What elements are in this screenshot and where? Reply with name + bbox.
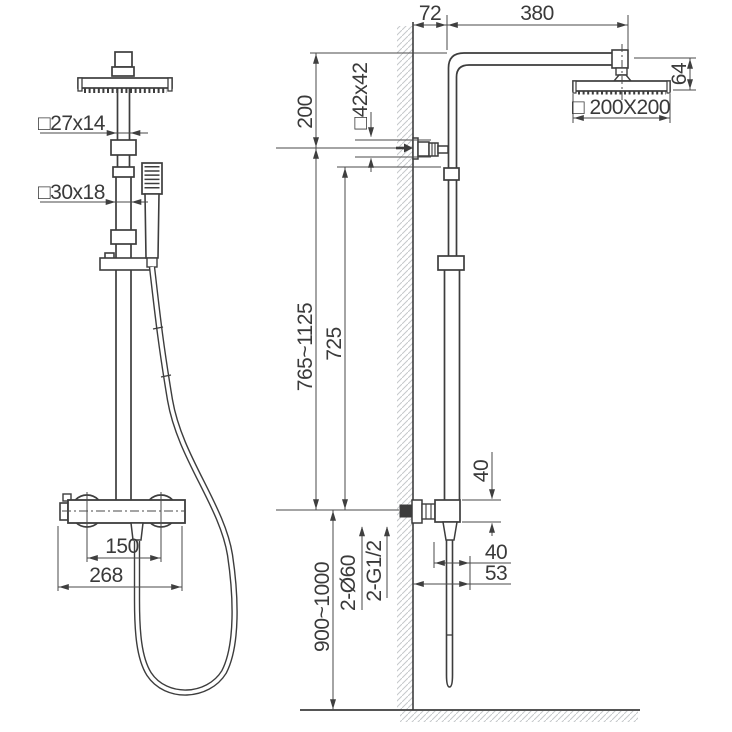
dim-valve-height: 40 (470, 460, 493, 482)
dim-front-lower-pipe: □30x18 (38, 181, 105, 204)
front-top-fitting (111, 51, 135, 77)
side-riser-sleeve (443, 167, 460, 181)
dim-handle-centers: 150 (105, 535, 139, 558)
side-supply-fitting (412, 137, 449, 160)
side-riser-and-arm (437, 52, 612, 501)
hand-shower-handle (144, 193, 160, 259)
dim-valve-width: 268 (89, 564, 123, 587)
hand-shower-hose-nut (146, 257, 158, 268)
front-view: □27x14 □30x18 150 268 (38, 51, 238, 696)
dim-riser-tube: 725 (323, 327, 346, 361)
valve-hose-connector (442, 521, 458, 541)
label-escutcheons: 2-Ø60 (337, 555, 360, 611)
mixer-outlet (130, 522, 144, 541)
supply-flow-arrow (396, 143, 413, 153)
label-connections: 2-G1/2 (363, 540, 386, 601)
valve-body-side (434, 499, 461, 523)
valve-escutcheon (411, 499, 423, 524)
side-view: 72 380 □ 200X200 64 200 □42x42 765~1125 … (276, 2, 696, 722)
dim-mounting-height: 900~1000 (311, 562, 334, 652)
front-pipe-sleeve (112, 166, 135, 178)
front-shower-hose (133, 266, 238, 696)
side-overhead-shower-head (572, 44, 671, 100)
side-hose (445, 540, 454, 688)
dim-hose-to-wall: 53 (485, 562, 507, 585)
front-riser-pipe (110, 88, 137, 500)
dim-front-upper-pipe: □27x14 (38, 112, 106, 135)
wall-section (397, 22, 414, 710)
dim-head-thickness: 64 (668, 62, 691, 85)
wall-thread-connection (399, 504, 413, 518)
mixer-top-lever (62, 493, 72, 502)
side-slider-bracket (437, 255, 465, 271)
dim-arm-length: 380 (520, 2, 554, 25)
dim-wall-to-riser: 72 (419, 2, 441, 25)
head-arm-connector (611, 49, 629, 69)
dim-overall-adjustable: 765~1125 (294, 303, 317, 391)
floor-section (300, 709, 640, 722)
side-valve-assembly (399, 499, 461, 541)
front-hand-shower (141, 162, 163, 268)
dim-wall-bracket: □42x42 (349, 63, 372, 130)
side-dimension-lines (276, 15, 696, 710)
dim-arm-to-supply: 200 (294, 95, 317, 129)
dim-head-size: □ 200X200 (572, 96, 670, 119)
front-slider-bracket (110, 139, 137, 156)
front-dimension-lines (40, 130, 183, 591)
front-lower-collar (110, 229, 137, 245)
front-overhead-shower-head (77, 77, 173, 93)
front-mixer-valve (59, 493, 186, 541)
dim-hose-offset: 40 (485, 541, 507, 564)
